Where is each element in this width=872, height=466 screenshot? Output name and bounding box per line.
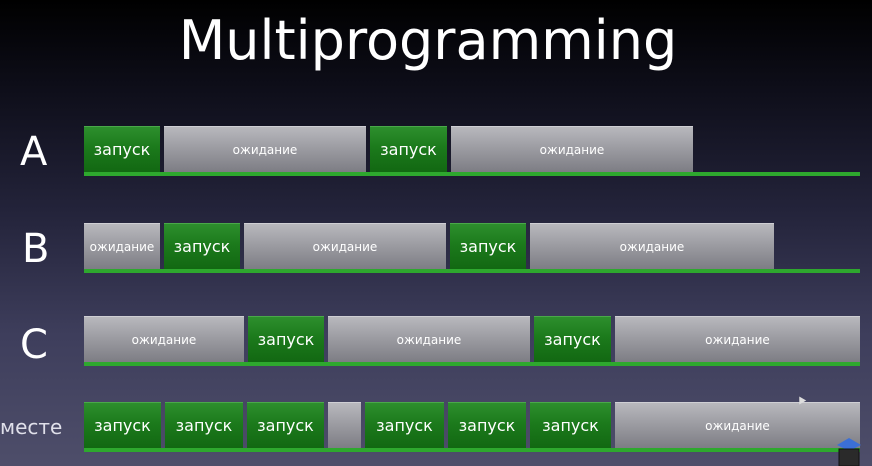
segment-label: запуск <box>380 140 437 159</box>
wait-segment: ожидание <box>244 223 446 269</box>
row-label-b: B <box>22 226 50 272</box>
timeline-row-b: ожидание запуск ожидание запуск ожидание <box>84 223 860 275</box>
segment-label: запуск <box>175 416 233 435</box>
timeline-baseline <box>84 448 860 452</box>
slide-title: Multiprogramming <box>178 9 678 72</box>
segment-label: запуск <box>544 330 601 349</box>
segment-label: запуск <box>542 416 599 435</box>
segment-label: ожидание <box>396 332 462 347</box>
run-segment: запуск <box>247 402 324 448</box>
segment-label: запуск <box>93 140 151 159</box>
wait-segment: ожидание <box>84 316 244 362</box>
run-segment: запуск <box>450 223 526 269</box>
run-segment: запуск <box>84 402 161 448</box>
segment-label: запуск <box>459 237 517 256</box>
wait-segment: ожидание <box>615 402 860 448</box>
run-segment: запуск <box>84 126 160 172</box>
wait-segment: ожидание <box>530 223 774 269</box>
timeline-baseline <box>84 362 860 366</box>
run-segment: запуск <box>370 126 447 172</box>
timeline-baseline <box>84 172 860 176</box>
wait-segment: ожидание <box>615 316 860 362</box>
run-segment: запуск <box>164 223 240 269</box>
run-segment: запуск <box>534 316 611 362</box>
segment-label: запуск <box>376 416 433 435</box>
run-segment: запуск <box>165 402 243 448</box>
wait-segment: ожидание <box>84 223 160 269</box>
segment-label: запуск <box>173 237 231 256</box>
segment-label: ожидание <box>539 142 605 157</box>
segment-label: запуск <box>257 330 315 349</box>
segment-label: ожидание <box>705 418 770 433</box>
wait-segment <box>328 402 361 448</box>
segment-label: ожидание <box>131 332 197 347</box>
segment-label: ожидание <box>619 239 685 254</box>
wait-segment: ожидание <box>451 126 693 172</box>
segment-label: ожидание <box>705 332 770 347</box>
wait-segment: ожидание <box>164 126 366 172</box>
run-segment: запуск <box>530 402 611 448</box>
segment-label: ожидание <box>232 142 298 157</box>
segment-label: запуск <box>94 416 151 435</box>
timeline-row-c: ожидание запуск ожидание запуск ожидание <box>84 316 860 368</box>
run-segment: запуск <box>448 402 526 448</box>
segment-label: запуск <box>257 416 314 435</box>
run-segment: запуск <box>365 402 444 448</box>
timeline-row-combined: запуск запуск запуск запуск запуск запуск ожид… <box>84 402 860 454</box>
row-label-a: A <box>20 129 48 175</box>
segment-label: ожидание <box>89 239 155 254</box>
presentation-control-icon[interactable] <box>836 436 862 466</box>
row-label-combined: месте <box>0 415 63 439</box>
row-label-c: C <box>20 322 48 368</box>
wait-segment: ожидание <box>328 316 530 362</box>
timeline-baseline <box>84 269 860 273</box>
timeline-row-a: запуск ожидание запуск ожидание <box>84 126 860 178</box>
segment-label: запуск <box>458 416 516 435</box>
segment-label: ожидание <box>312 239 378 254</box>
run-segment: запуск <box>248 316 324 362</box>
